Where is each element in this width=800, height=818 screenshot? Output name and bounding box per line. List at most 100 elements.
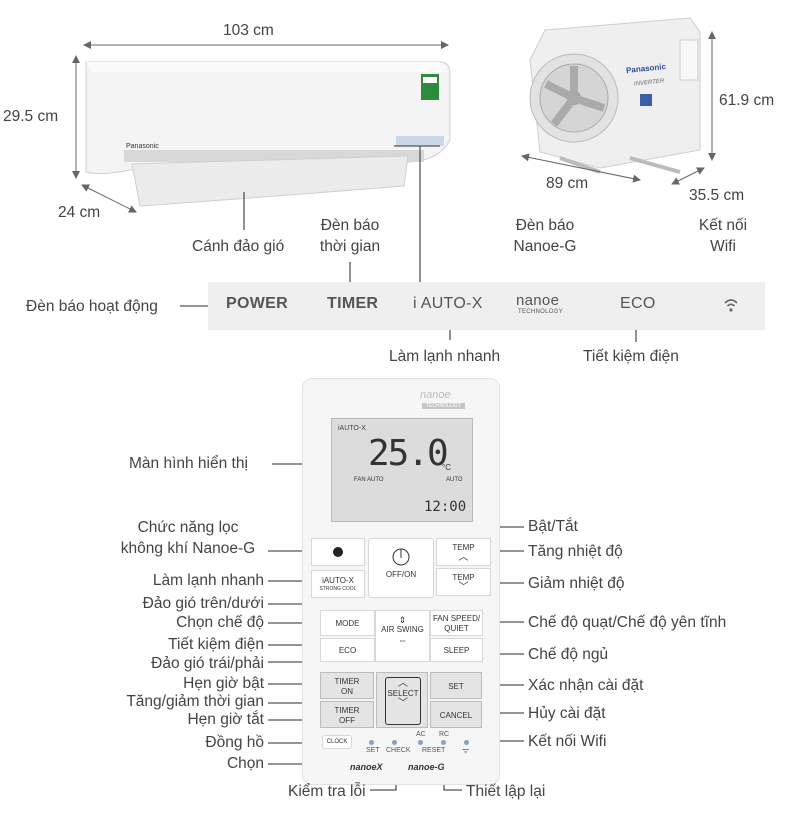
- temp-down-button[interactable]: TEMP ﹀: [436, 568, 491, 596]
- outdoor-width-line: [521, 153, 641, 183]
- panel-nanoe: nanoe: [516, 292, 560, 309]
- select-label: SELECT: [387, 689, 419, 698]
- outdoor-width-label: 89 cm: [546, 175, 589, 192]
- set-label: SET: [448, 682, 464, 691]
- fan-mode-label-text: Chế độ quạt/Chế độ yên tĩnh: [528, 614, 727, 631]
- clock-button[interactable]: CLOCK: [322, 735, 352, 749]
- chevron-up-icon: ︿: [458, 552, 469, 563]
- remote-brand-sub: TECHNOLOGY: [422, 403, 466, 409]
- eco-label: ECO: [338, 646, 357, 655]
- indoor-width-label: 103 cm: [223, 22, 274, 39]
- temp-up-label-text: Tăng nhiệt độ: [528, 543, 623, 560]
- outdoor-depth-label: 35.5 cm: [689, 187, 745, 204]
- reset-small-label: RESET: [422, 747, 446, 754]
- timer-light-label-1: Đèn báo: [320, 217, 380, 234]
- remote-brand: nanoe: [420, 389, 451, 401]
- mode-button[interactable]: MODE: [320, 610, 375, 636]
- timer-on-label-1: TIMER: [334, 677, 360, 686]
- panel-iauto: i AUTO-X: [413, 295, 483, 312]
- remote-screen: iAUTO-X 25.0 °C FAN AUTO AUTO 12:00: [331, 418, 473, 522]
- nanoex-logo: nanoeX: [350, 762, 383, 772]
- chevron-down-icon: ﹀: [458, 582, 469, 593]
- power-icon: [392, 548, 410, 566]
- display-label: Màn hình hiển thị: [129, 455, 248, 472]
- screen-mode: iAUTO-X: [338, 425, 366, 432]
- nanoe-filter-label-2: không khí Nanoe-G: [120, 540, 256, 557]
- nanoe-light-label-1: Đèn báo: [515, 217, 575, 234]
- wifi-pinhole: [464, 740, 469, 745]
- quick-cool-label: Làm lạnh nhanh: [152, 572, 264, 589]
- iauto-button[interactable]: iAUTO-X STRONG COOL: [311, 570, 365, 598]
- select-down-icon: ﹀: [398, 698, 408, 709]
- indicator-panel: POWER TIMER i AUTO-X nanoe TECHNOLOGY EC…: [208, 282, 765, 330]
- indoor-unit: [85, 61, 451, 207]
- iauto-sub-label: STRONG COOL: [319, 586, 357, 592]
- timer-on-button[interactable]: TIMER ON: [320, 672, 374, 699]
- off-on-label: OFF/ON: [385, 570, 417, 579]
- select-label-text: Chọn: [226, 755, 264, 772]
- air-swing-button[interactable]: ⇕ AIR SWING ⇔: [375, 610, 430, 662]
- ac-pinhole[interactable]: [418, 740, 423, 745]
- fan-speed-label-1: FAN SPEED/: [432, 614, 481, 623]
- nanoeg-logo: nanoe-G: [408, 762, 445, 772]
- panel-wifi-icon: [724, 299, 738, 312]
- temp-up-label: TEMP: [452, 543, 475, 552]
- wifi-label-text: Kết nối Wifi: [528, 733, 607, 750]
- cancel-label: CANCEL: [439, 711, 473, 720]
- outdoor-height-label: 61.9 cm: [719, 92, 775, 109]
- mode-label: MODE: [335, 619, 360, 628]
- nanoe-button[interactable]: [311, 538, 365, 566]
- set-pinhole[interactable]: [369, 740, 374, 745]
- fan-speed-label-2: QUIET: [444, 624, 469, 633]
- check-label-text: Kiểm tra lỗi: [288, 783, 366, 800]
- timer-on-label-text: Hẹn giờ bật: [183, 675, 264, 692]
- outdoor-depth-line: [671, 167, 705, 185]
- sleep-label: SLEEP: [443, 646, 470, 655]
- swing-vertical-label: Đảo gió trên/dưới: [142, 595, 264, 612]
- cancel-button[interactable]: CANCEL: [430, 701, 482, 728]
- wifi-light-label-2: Wifi: [710, 238, 736, 255]
- set-small-label: SET: [366, 747, 380, 754]
- on-off-label-text: Bật/Tắt: [528, 518, 578, 535]
- screen-unit: °C: [442, 463, 451, 472]
- select-up-icon: ︿: [398, 678, 408, 689]
- panel-timer: TIMER: [327, 295, 379, 312]
- screen-auto: AUTO: [446, 477, 463, 483]
- indoor-brand: Panasonic: [126, 143, 159, 150]
- indoor-height-label: 29.5 cm: [3, 108, 59, 125]
- panel-nanoe-sub: TECHNOLOGY: [518, 309, 564, 315]
- sleep-button[interactable]: SLEEP: [430, 638, 483, 662]
- power-button[interactable]: OFF/ON: [368, 538, 434, 598]
- timer-off-label-2: OFF: [339, 716, 355, 725]
- clock-label-text: Đồng hồ: [205, 734, 264, 751]
- set-button[interactable]: SET: [430, 672, 482, 699]
- select-button[interactable]: ︿ SELECT ﹀: [376, 672, 428, 728]
- confirm-label-text: Xác nhận cài đặt: [528, 677, 644, 694]
- wifi-light-label-1: Kết nối: [698, 217, 748, 234]
- nanoe-light-label-2: Nanoe-G: [513, 238, 577, 255]
- check-small-label: CHECK: [386, 747, 411, 754]
- timer-off-button[interactable]: TIMER OFF: [320, 701, 374, 728]
- eco-label-text: Tiết kiệm điện: [168, 636, 264, 653]
- quick-cool-light-label: Làm lạnh nhanh: [389, 348, 501, 365]
- timer-off-label-text: Hẹn giờ tắt: [187, 711, 264, 728]
- nanoe-icon: [333, 547, 343, 557]
- temp-up-button[interactable]: TEMP ︿: [436, 538, 491, 566]
- fan-speed-button[interactable]: FAN SPEED/ QUIET: [430, 610, 483, 636]
- rc-pinhole[interactable]: [441, 740, 446, 745]
- panel-power: POWER: [226, 295, 288, 312]
- swing-up-down-icon: ⇕: [398, 615, 407, 625]
- eco-light-label: Tiết kiệm điện: [583, 348, 679, 365]
- panel-eco: ECO: [620, 295, 656, 312]
- temp-down-label-text: Giảm nhiệt độ: [528, 575, 625, 592]
- timer-off-label-1: TIMER: [334, 706, 360, 715]
- timer-light-label-2: thời gian: [319, 238, 381, 255]
- eco-button[interactable]: ECO: [320, 638, 375, 662]
- nanoe-filter-label-1: Chức năng lọc: [137, 519, 239, 536]
- timer-adjust-label: Tăng/giảm thời gian: [126, 693, 264, 710]
- check-pinhole[interactable]: [392, 740, 397, 745]
- sleep-label-text: Chế độ ngủ: [528, 646, 609, 663]
- swing-label: Cánh đảo gió: [192, 238, 285, 255]
- iauto-label: iAUTO-X: [322, 576, 354, 585]
- indoor-depth-line: [81, 184, 137, 213]
